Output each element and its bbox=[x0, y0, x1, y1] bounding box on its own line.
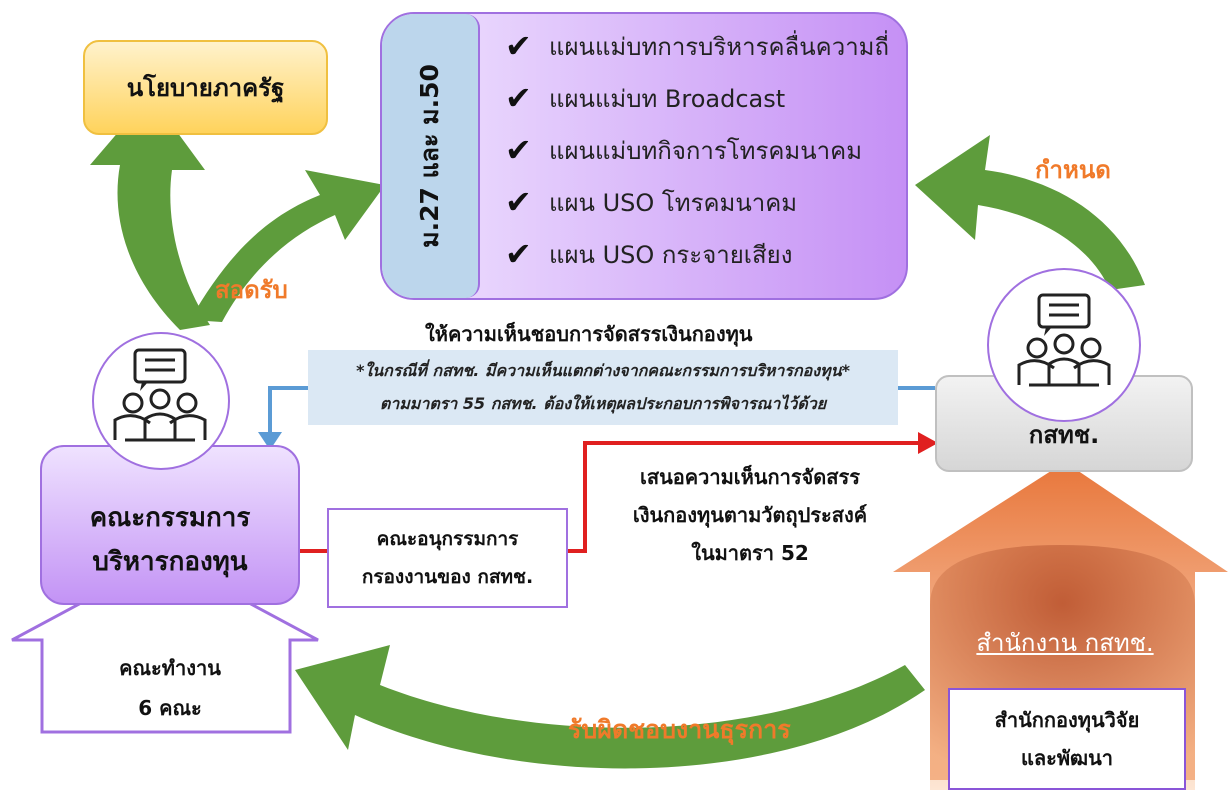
subcommittee-line2: กรองงานของ กสทช. bbox=[361, 566, 534, 588]
note-line2: ตามมาตรา 55 กสทช. ต้องให้เหตุผลประกอบการ… bbox=[379, 394, 827, 413]
plan-item: ✔ แผนแม่บทการบริหารคลื่นความถี่ bbox=[505, 20, 895, 72]
arrow-committee-to-policy bbox=[90, 95, 210, 330]
research-fund-line1: สำนักกองทุนวิจัย bbox=[994, 708, 1140, 732]
working-group-label: คณะทำงาน 6 คณะ bbox=[60, 648, 280, 728]
arrow-committee-to-plans bbox=[190, 170, 385, 322]
subcommittee-line1: คณะอนุกรรมการ bbox=[376, 528, 519, 550]
plan-label: แผน USO โทรคมนาคม bbox=[549, 188, 798, 217]
arrow-office-to-working-group bbox=[295, 645, 925, 769]
secretariat-label: รับผิดชอบงานธุรการ bbox=[568, 715, 791, 744]
plan-item: ✔ แผน USO โทรคมนาคม bbox=[505, 176, 895, 228]
meeting-icon-nbtc bbox=[1017, 293, 1111, 387]
plans-list: ✔ แผนแม่บทการบริหารคลื่นความถี่ ✔ แผนแม่บท… bbox=[505, 20, 895, 280]
define-label: กำหนด bbox=[1035, 156, 1111, 184]
plan-label: แผนแม่บทกิจการโทรคมนาคม bbox=[549, 136, 863, 165]
policy-label: นโยบายภาครัฐ bbox=[126, 74, 285, 102]
propose-line2: เงินกองทุนตามวัตถุประสงค์ bbox=[632, 503, 868, 527]
committee-circle bbox=[92, 332, 230, 470]
plan-item: ✔ แผนแม่บทกิจการโทรคมนาคม bbox=[505, 124, 895, 176]
committee-line1: คณะกรรมการ bbox=[89, 503, 251, 533]
note-box: *ในกรณีที่ กสทช. มีความเห็นแตกต่างจากคณะ… bbox=[308, 350, 898, 425]
research-fund-line2: และพัฒนา bbox=[1020, 746, 1114, 770]
plan-label: แผนแม่บทการบริหารคลื่นความถี่ bbox=[549, 32, 890, 61]
approve-label: ให้ความเห็นชอบการจัดสรรเงินกองทุน bbox=[425, 322, 753, 346]
checkmark-icon: ✔ bbox=[505, 183, 532, 221]
office-label: สำนักงาน กสทช. bbox=[976, 629, 1154, 657]
committee-line2: บริหารกองทุน bbox=[92, 547, 248, 577]
align-label: สอดรับ bbox=[215, 276, 288, 304]
plan-label: แผนแม่บท Broadcast bbox=[549, 84, 786, 113]
checkmark-icon: ✔ bbox=[505, 27, 532, 65]
plan-item: ✔ แผน USO กระจายเสียง bbox=[505, 228, 895, 280]
subcommittee-box: คณะอนุกรรมการ กรองงานของ กสทช. bbox=[327, 508, 568, 608]
working-group-line1: คณะทำงาน bbox=[119, 656, 221, 680]
meeting-icon-committee bbox=[113, 348, 207, 442]
arrow-nbtc-to-plans bbox=[915, 135, 1145, 290]
plan-item: ✔ แผนแม่บท Broadcast bbox=[505, 72, 895, 124]
propose-line3: ในมาตรา 52 bbox=[691, 541, 809, 565]
note-line1: *ในกรณีที่ กสทช. มีความเห็นแตกต่างจากคณะ… bbox=[356, 361, 850, 380]
propose-line1: เสนอความเห็นการจัดสรร bbox=[640, 465, 860, 489]
connector-committee-to-nbtc bbox=[300, 432, 938, 553]
policy-box: นโยบายภาครัฐ bbox=[83, 40, 328, 135]
checkmark-icon: ✔ bbox=[505, 235, 532, 273]
committee-box: คณะกรรมการ บริหารกองทุน bbox=[40, 445, 300, 605]
checkmark-icon: ✔ bbox=[505, 79, 532, 117]
propose-label: เสนอความเห็นการจัดสรร เงินกองทุนตามวัตถุ… bbox=[600, 458, 900, 572]
nbtc-label: กสทช. bbox=[1028, 421, 1100, 449]
plan-label: แผน USO กระจายเสียง bbox=[549, 240, 793, 269]
research-fund-box: สำนักกองทุนวิจัย และพัฒนา bbox=[948, 688, 1186, 790]
checkmark-icon: ✔ bbox=[505, 131, 532, 169]
sections-tab: ม.27 และ ม.50 bbox=[382, 14, 480, 298]
working-group-line2: 6 คณะ bbox=[138, 696, 202, 720]
